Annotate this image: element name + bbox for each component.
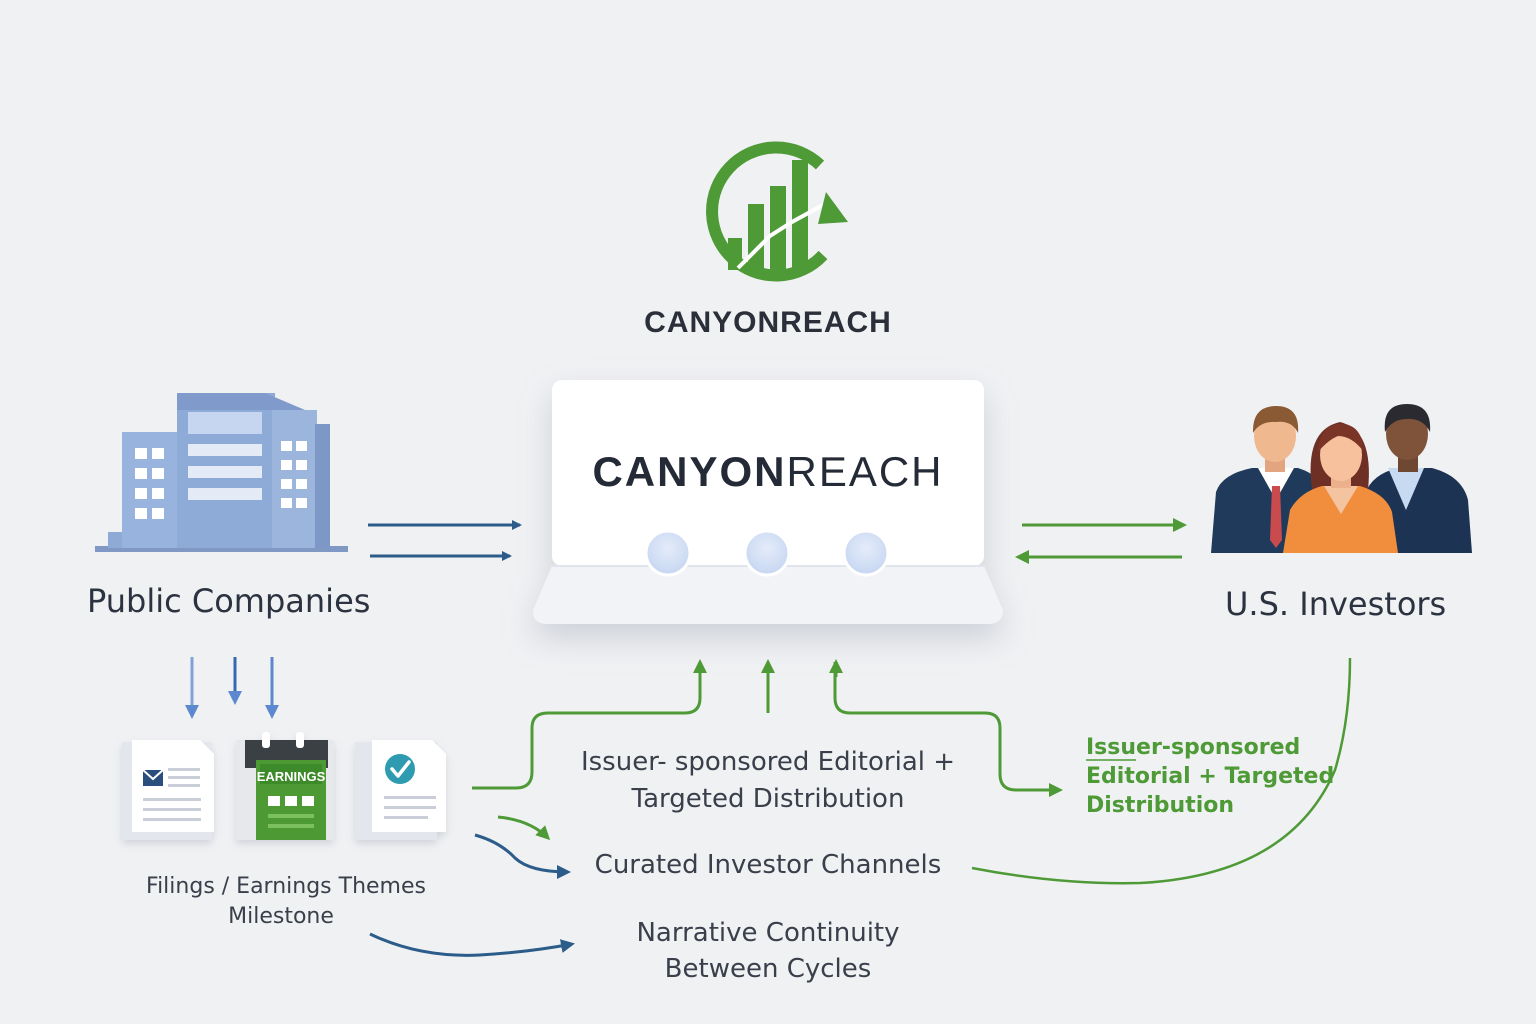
- continuity-line-2: Between Cycles: [664, 954, 872, 984]
- docs-to-channels-arrow: [497, 815, 551, 841]
- callout-line-2: Editorial + Targeted: [1086, 764, 1335, 789]
- platform-dot-icon: [842, 529, 890, 577]
- editorial-line-2: Targeted Distribution: [631, 784, 905, 814]
- documents-caption: Filings / Earnings Themes Milestone: [104, 872, 468, 932]
- platform-brand-bold: CANYON: [592, 448, 787, 495]
- filing-document-icon: [122, 740, 214, 840]
- caption-line-2: Milestone: [228, 904, 334, 929]
- editorial-service-label: Issuer- sponsored Editorial + Targeted D…: [552, 744, 984, 818]
- checked-document-icon: [355, 740, 446, 840]
- investors-group-icon: [1211, 404, 1472, 553]
- editorial-callout: Issuer-sponsored Editorial + Targeted Di…: [1086, 733, 1334, 820]
- us-investors-label: U.S. Investors: [1225, 585, 1447, 623]
- canyonreach-logo-icon: [706, 141, 848, 282]
- docs-to-channels-arrow: [474, 833, 571, 879]
- platform-dot-icon: [743, 529, 791, 577]
- platform-dot-icon: [644, 529, 692, 577]
- earnings-calendar-icon: [236, 732, 334, 840]
- editorial-line-1: Issuer- sponsored Editorial +: [580, 747, 956, 777]
- logo-wordmark: CANYONREACH: [644, 306, 892, 339]
- earnings-badge: EARNINGS: [257, 769, 326, 784]
- callout-line-1: Issuer-sponsored: [1086, 735, 1301, 760]
- curated-channels-label: Curated Investor Channels: [594, 850, 942, 880]
- continuity-line-1: Narrative Continuity: [636, 918, 900, 948]
- editorial-to-platform-arrow: [472, 659, 707, 790]
- public-companies-label: Public Companies: [87, 582, 371, 620]
- building-icon: [95, 393, 348, 552]
- canyonreach-platform: [532, 380, 1003, 624]
- platform-brand-name: CANYONREACH: [552, 448, 984, 496]
- channels-to-investors-line: [971, 657, 1352, 885]
- narrative-continuity-label: Narrative Continuity Between Cycles: [552, 915, 984, 987]
- caption-line-1: Filings / Earnings Themes: [146, 874, 426, 899]
- platform-brand-light: REACH: [786, 448, 944, 495]
- docs-to-continuity-arrow: [369, 932, 575, 957]
- platform-to-callout-arrow: [833, 662, 1063, 797]
- callout-line-3: Distribution: [1086, 793, 1235, 818]
